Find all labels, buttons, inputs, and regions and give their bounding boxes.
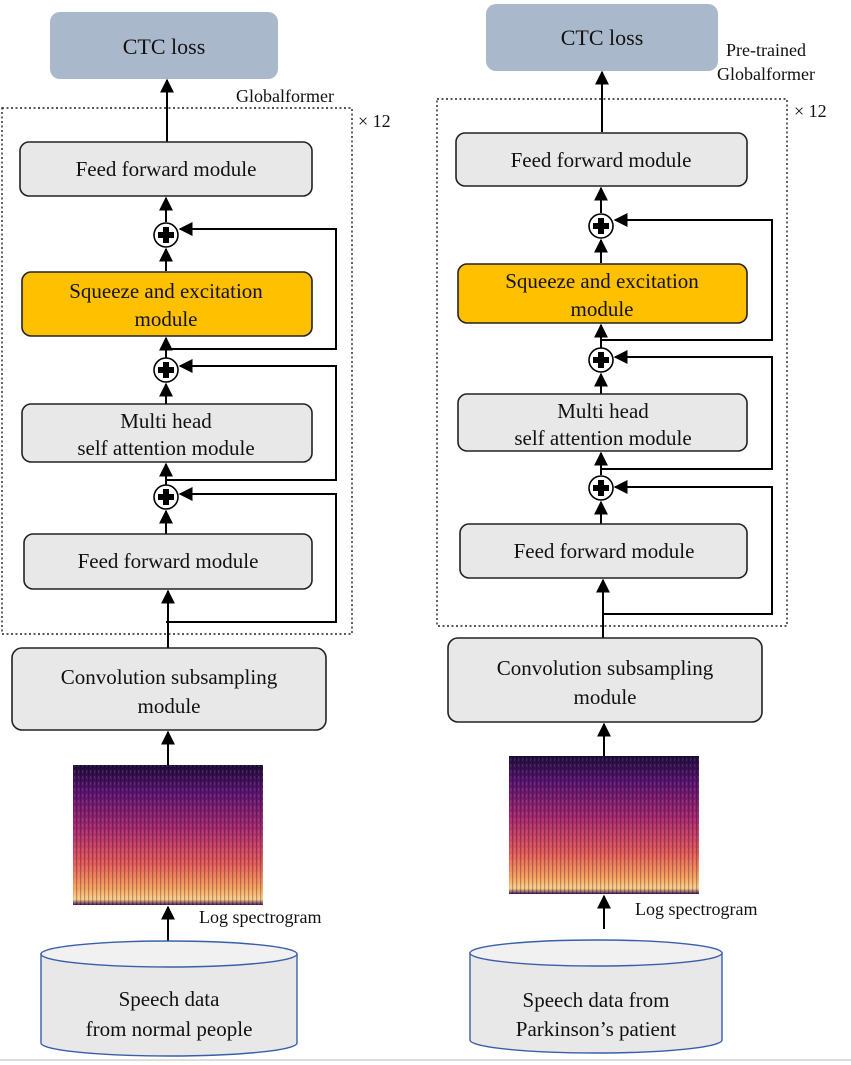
left-globalformer-frame — [1, 107, 353, 635]
right-conv-line2: module — [574, 685, 637, 709]
right-se-line1: Squeeze and excitation — [505, 269, 699, 293]
left-multi-head-attention-module: Multi head self attention module — [21, 403, 313, 463]
right-speech-database-icon: Speech data from Parkinson’s patient — [469, 939, 723, 1054]
left-spectrogram-label: Log spectrogram — [199, 907, 321, 927]
right-data-line1: Speech data from — [523, 988, 670, 1012]
left-mhsa-line2: self attention module — [77, 436, 254, 460]
left-frame-label: Globalformer — [236, 86, 334, 106]
right-mhsa-line1: Multi head — [557, 399, 649, 423]
right-add-icon-3 — [588, 475, 614, 501]
right-ff-bottom-label: Feed forward module — [514, 539, 695, 563]
right-data-line2: Parkinson’s patient — [516, 1017, 677, 1041]
left-ctc-label: CTC loss — [123, 34, 206, 59]
left-residual-2 — [166, 359, 337, 481]
right-spectrogram-label: Log spectrogram — [635, 899, 757, 919]
left-ctc-loss-box: CTC loss — [50, 12, 278, 79]
right-ctc-label: CTC loss — [561, 25, 644, 50]
left-repeat-label: × 12 — [358, 111, 391, 131]
left-residual-3 — [166, 487, 337, 623]
right-ff-top-label: Feed forward module — [511, 148, 692, 172]
left-ff-top-label: Feed forward module — [76, 157, 257, 181]
right-add-icon-1 — [588, 213, 614, 239]
right-se-line2: module — [571, 297, 634, 321]
left-se-line1: Squeeze and excitation — [69, 279, 263, 303]
right-conv-line1: Convolution subsampling — [497, 656, 714, 680]
right-residual-3 — [603, 480, 773, 615]
left-squeeze-excitation-module: Squeeze and excitation module — [21, 271, 313, 337]
left-feed-forward-top: Feed forward module — [19, 141, 313, 197]
right-residual-1 — [601, 213, 773, 341]
left-se-line2: module — [135, 307, 198, 331]
left-spectrogram-image — [73, 765, 263, 905]
left-add-icon-2 — [153, 357, 179, 383]
left-conv-line1: Convolution subsampling — [61, 665, 278, 689]
left-speech-database-icon: Speech data from normal people — [40, 940, 298, 1057]
right-column: CTC loss Pre-trained Globalformer × 12 F… — [436, 4, 827, 1054]
left-conv-line2: module — [138, 694, 201, 718]
left-mhsa-line1: Multi head — [120, 409, 212, 433]
right-convolution-subsampling-module: Convolution subsampling module — [447, 637, 763, 723]
right-squeeze-excitation-module: Squeeze and excitation module — [457, 263, 748, 324]
left-add-icon-1 — [153, 222, 179, 248]
right-repeat-label: × 12 — [794, 101, 827, 121]
right-spectrogram-image — [509, 756, 699, 894]
right-add-icon-2 — [588, 347, 614, 373]
left-residual-1 — [166, 222, 337, 350]
left-column: CTC loss Globalformer × 12 Feed forward … — [1, 12, 391, 1057]
left-data-line2: from normal people — [86, 1017, 253, 1041]
left-ff-bottom-label: Feed forward module — [78, 549, 259, 573]
right-feed-forward-bottom: Feed forward module — [459, 523, 748, 579]
right-frame-label-line1: Pre-trained — [726, 40, 806, 60]
left-convolution-subsampling-module: Convolution subsampling module — [11, 647, 327, 731]
right-mhsa-line2: self attention module — [514, 426, 691, 450]
left-add-icon-3 — [153, 484, 179, 510]
right-multi-head-attention-module: Multi head self attention module — [457, 393, 748, 452]
right-frame-label-line2: Globalformer — [717, 64, 815, 84]
right-residual-2 — [601, 350, 773, 470]
left-feed-forward-bottom: Feed forward module — [23, 533, 313, 590]
right-ctc-loss-box: CTC loss — [486, 4, 718, 71]
left-data-line1: Speech data — [119, 987, 221, 1011]
right-globalformer-frame — [436, 98, 788, 627]
right-feed-forward-top: Feed forward module — [455, 132, 748, 187]
